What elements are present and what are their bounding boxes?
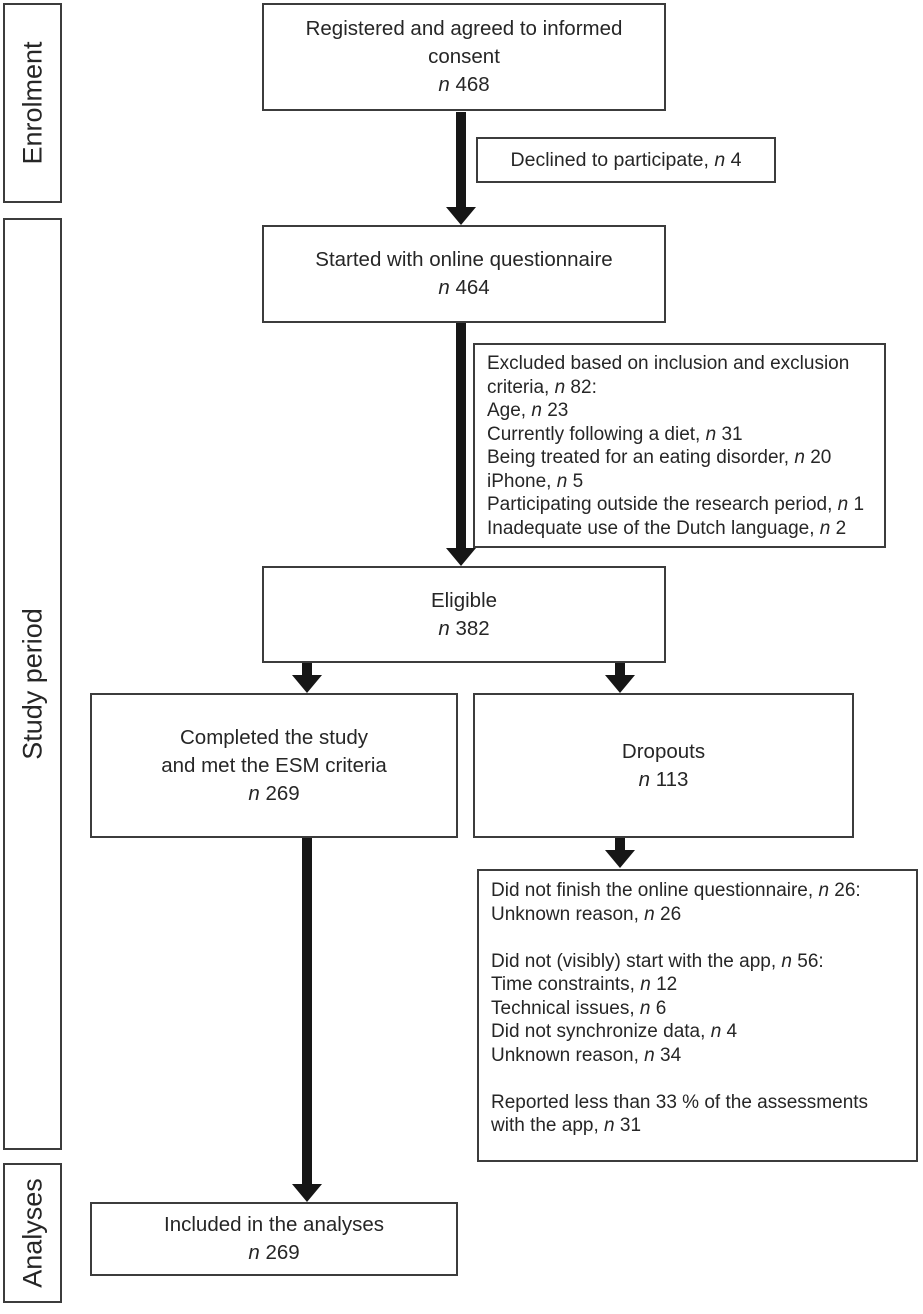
stage-label-study-period: Study period	[17, 608, 47, 760]
box-included-title: Included in the analyses	[164, 1213, 384, 1236]
arrow-registered-to-started	[446, 112, 476, 225]
box-started-title: Started with online questionnaire	[315, 248, 613, 271]
arrow-completed-to-included	[292, 838, 322, 1202]
text-line: criteria, n 82:	[487, 376, 597, 398]
stage-box-analyses: Analyses	[3, 1163, 62, 1303]
stage-box-enrolment: Enrolment	[3, 3, 62, 203]
blank-line	[491, 926, 904, 950]
arrow-eligible-to-completed	[292, 663, 322, 693]
arrow-shaft	[615, 838, 625, 850]
text-line: Technical issues, n 6	[491, 997, 667, 1019]
text-line: Age, n 23	[487, 400, 569, 421]
box-declined-text: Declined to participate, n 4	[510, 149, 742, 171]
box-started-count: n 464	[438, 276, 490, 299]
arrow-head	[292, 1184, 322, 1202]
box-started: Started with online questionnaire n 464	[262, 225, 666, 323]
text-line: Did not finish the online questionnaire,…	[491, 880, 861, 901]
stage-label-analyses: Analyses	[17, 1178, 47, 1288]
text-line: Being treated for an eating disorder, n …	[487, 447, 832, 468]
arrow-head	[446, 207, 476, 225]
box-registered-count: n 468	[438, 73, 490, 96]
arrow-shaft	[456, 323, 466, 548]
text-line: with the app, n 31	[491, 1115, 642, 1136]
box-completed-count: n 269	[248, 781, 300, 805]
box-dropout-reasons: Did not finish the online questionnaire,…	[477, 869, 918, 1162]
box-dropouts: Dropouts n 113	[473, 693, 854, 838]
box-excluded: Excluded based on inclusion and exclusio…	[473, 343, 886, 548]
arrow-started-to-eligible	[446, 323, 476, 566]
text-line: Did not synchronize data, n 4	[491, 1021, 738, 1042]
arrow-head	[605, 675, 635, 693]
arrow-shaft	[302, 663, 312, 675]
text-line: Currently following a diet, n 31	[487, 423, 743, 445]
arrow-eligible-to-dropouts	[605, 663, 635, 693]
box-dropouts-title: Dropouts	[621, 739, 706, 763]
box-eligible: Eligible n 382	[262, 566, 666, 663]
box-eligible-title: Eligible	[430, 588, 498, 612]
arrow-head	[605, 850, 635, 868]
arrow-dropouts-to-reasons	[605, 838, 635, 868]
stage-box-study-period: Study period	[3, 218, 62, 1150]
box-declined: Declined to participate, n 4	[476, 137, 776, 183]
arrow-head	[446, 548, 476, 566]
text-line: Reported less than 33 % of the assessmen…	[491, 1091, 869, 1113]
box-eligible-count: n 382	[438, 616, 490, 640]
text-line: Unknown reason, n 26	[491, 903, 682, 925]
text-line: Participating outside the research perio…	[487, 494, 865, 515]
box-dropouts-count: n 113	[638, 767, 689, 791]
stage-label-enrolment: Enrolment	[17, 41, 47, 165]
arrow-head	[292, 675, 322, 693]
text-line: iPhone, n 5	[487, 470, 584, 492]
text-line: Excluded based on inclusion and exclusio…	[487, 353, 850, 374]
text-line: Inadequate use of the Dutch language, n …	[487, 517, 847, 539]
text-line: Time constraints, n 12	[491, 974, 678, 995]
blank-line	[491, 1067, 904, 1091]
arrow-shaft	[456, 112, 466, 207]
arrow-shaft	[615, 663, 625, 675]
arrow-shaft	[302, 838, 312, 1184]
box-included-count: n 269	[248, 1241, 300, 1264]
text-line: Did not (visibly) start with the app, n …	[491, 950, 824, 972]
box-included: Included in the analyses n 269	[90, 1202, 458, 1276]
text-line: Unknown reason, n 34	[491, 1044, 682, 1066]
